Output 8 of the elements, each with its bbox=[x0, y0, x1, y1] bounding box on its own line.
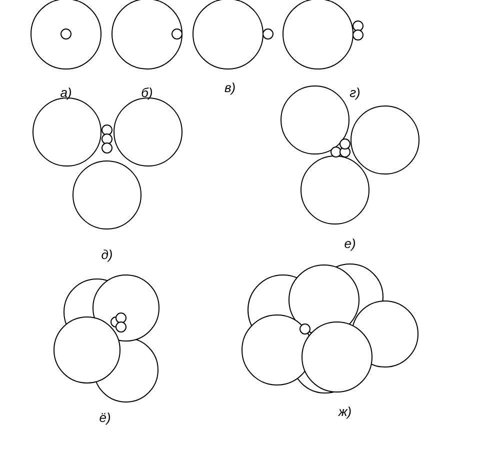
panel-label: г) bbox=[350, 85, 360, 100]
panel-label: е) bbox=[344, 236, 356, 251]
panel-label: ж) bbox=[338, 404, 352, 419]
panel-label: а) bbox=[60, 85, 72, 100]
panel-label: в) bbox=[224, 80, 236, 95]
panel-label: б) bbox=[141, 85, 153, 100]
panel-label: ё) bbox=[99, 410, 111, 425]
panel-label: д) bbox=[101, 247, 113, 262]
